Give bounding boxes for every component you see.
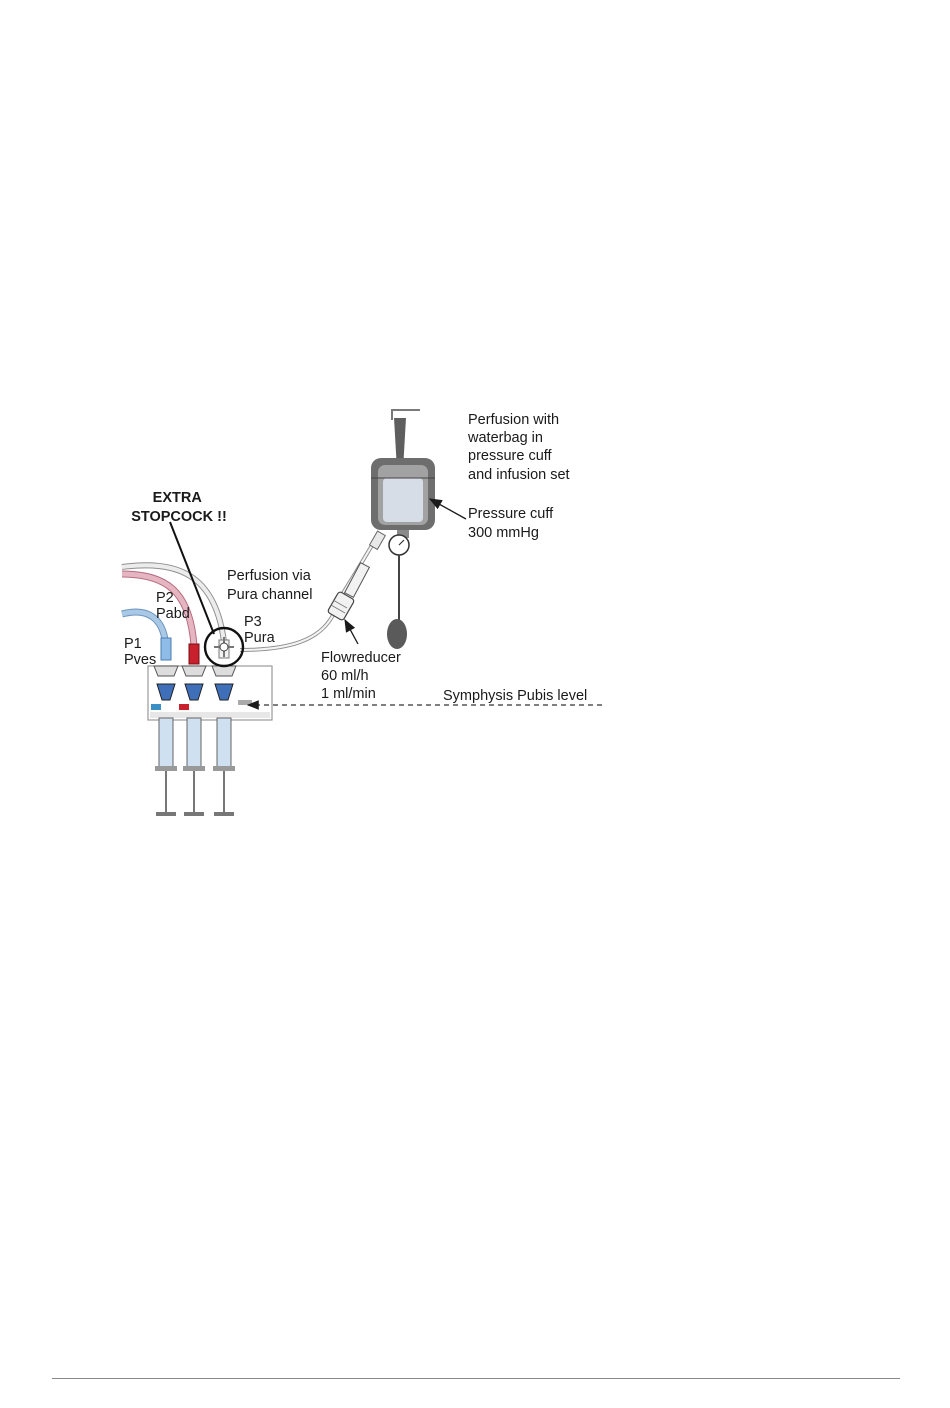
symphysis-pubis-label: Symphysis Pubis level (443, 688, 587, 704)
pressure-gauge (389, 535, 409, 555)
inflation-bulb (387, 555, 407, 649)
pressure-cuff-arrow (430, 499, 466, 519)
flowreducer-arrow (345, 620, 358, 644)
p2-pabd-label: P2 Pabd (156, 590, 190, 622)
p3-pura-label: P3 Pura (244, 614, 276, 646)
pressure-cuff-label: Pressure cuff 300 mmHg (468, 506, 557, 541)
drip-chamber (345, 531, 386, 597)
p1-pves-label: P1 Pves (124, 636, 156, 668)
perfusion-via-label: Perfusion via Pura channel (227, 568, 315, 603)
extra-stopcock-label: EXTRA STOPCOCK !! (131, 490, 227, 525)
perfusion-waterbag-label: Perfusion with waterbag in pressure cuff… (467, 412, 570, 483)
footer-rule (52, 1378, 900, 1379)
flowreducer-label: Flowreducer 60 ml/h 1 ml/min (321, 650, 405, 702)
pabd-channel (179, 644, 206, 816)
waterbag-pressure-cuff (371, 458, 435, 538)
